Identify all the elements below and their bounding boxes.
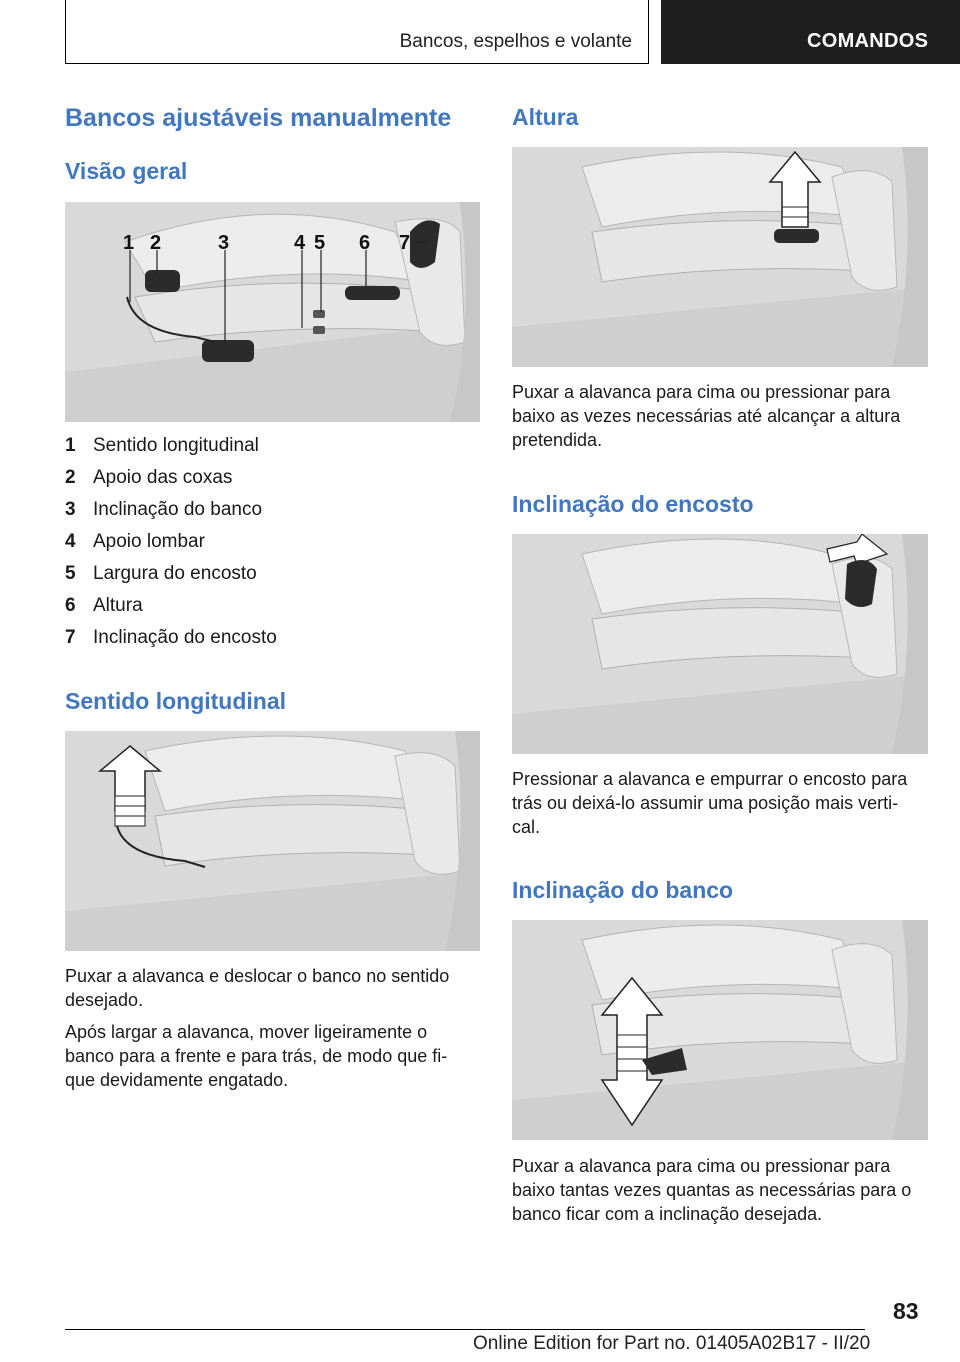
height-paragraph: Puxar a alavanca para cima ou pressionar… xyxy=(512,382,901,450)
legend-number: 1 xyxy=(65,435,76,456)
footer-edition: Online Edition for Part no. 01405A02B17 … xyxy=(473,1333,871,1354)
legend-label: Inclinação do encosto xyxy=(93,627,277,648)
legend-number: 4 xyxy=(65,531,76,552)
callout-1: 1 xyxy=(123,232,134,254)
legend-item: 4 Apoio lombar xyxy=(65,528,480,560)
legend-number: 5 xyxy=(65,563,76,584)
header-chapter-title: COMANDOS xyxy=(807,30,929,52)
header-chapter-tab: COMANDOS xyxy=(661,0,960,64)
legend-item: 3 Inclinação do banco xyxy=(65,496,480,528)
seat-tilt-paragraph: Puxar a alavanca para cima ou pressionar… xyxy=(512,1156,912,1224)
header-section-title: Bancos, espelhos e volante xyxy=(399,31,632,52)
callout-5: 5 xyxy=(314,232,325,254)
legend-item: 5 Largura do encosto xyxy=(65,560,480,592)
seat-tilt-image xyxy=(512,920,928,1140)
page-title: Bancos ajustáveis manualmente xyxy=(65,104,452,132)
footer-divider xyxy=(65,1329,865,1330)
legend-item: 2 Apoio das coxas xyxy=(65,464,480,496)
callout-7: 7 xyxy=(399,232,410,254)
legend-item: 6 Altura xyxy=(65,592,480,624)
seat-height-image xyxy=(512,147,928,367)
overview-heading: Visão geral xyxy=(65,158,188,184)
legend-number: 6 xyxy=(65,595,76,616)
legend-number: 7 xyxy=(65,627,76,648)
seat-longitudinal-image xyxy=(65,731,480,951)
legend-label: Altura xyxy=(93,595,143,616)
legend-label: Apoio das coxas xyxy=(93,467,233,488)
callout-6: 6 xyxy=(359,232,370,254)
backrest-heading: Inclinação do encosto xyxy=(512,491,754,517)
legend-label: Inclinação do banco xyxy=(93,499,263,520)
longitudinal-paragraph-2: Após largar a alavanca, mover ligeiramen… xyxy=(65,1022,448,1090)
longitudinal-heading: Sentido longitudinal xyxy=(65,688,287,714)
header-section-box: Bancos, espelhos e volante xyxy=(65,0,649,64)
longitudinal-paragraph-1: Puxar a alavanca e deslocar o banco no s… xyxy=(65,966,450,1010)
overview-legend: 1 Sentido longitudinal 2 Apoio das coxas… xyxy=(65,432,480,656)
callout-2: 2 xyxy=(150,232,161,254)
page-number: 83 xyxy=(893,1298,919,1324)
height-heading: Altura xyxy=(512,104,579,130)
legend-item: 7 Inclinação do encosto xyxy=(65,624,480,656)
backrest-paragraph: Pressionar a alavanca e empurrar o encos… xyxy=(512,769,908,837)
seat-overview-image: 1 2 3 4 5 6 7 xyxy=(65,202,480,422)
legend-number: 2 xyxy=(65,467,76,488)
seat-tilt-heading: Inclinação do banco xyxy=(512,877,734,903)
backrest-tilt-image xyxy=(512,534,928,754)
legend-number: 3 xyxy=(65,499,76,520)
legend-label: Sentido longitudinal xyxy=(93,435,259,456)
callout-3: 3 xyxy=(218,232,229,254)
legend-item: 1 Sentido longitudinal xyxy=(65,432,480,464)
legend-label: Largura do encosto xyxy=(93,563,257,584)
legend-label: Apoio lombar xyxy=(93,531,205,552)
callout-4: 4 xyxy=(294,232,306,254)
